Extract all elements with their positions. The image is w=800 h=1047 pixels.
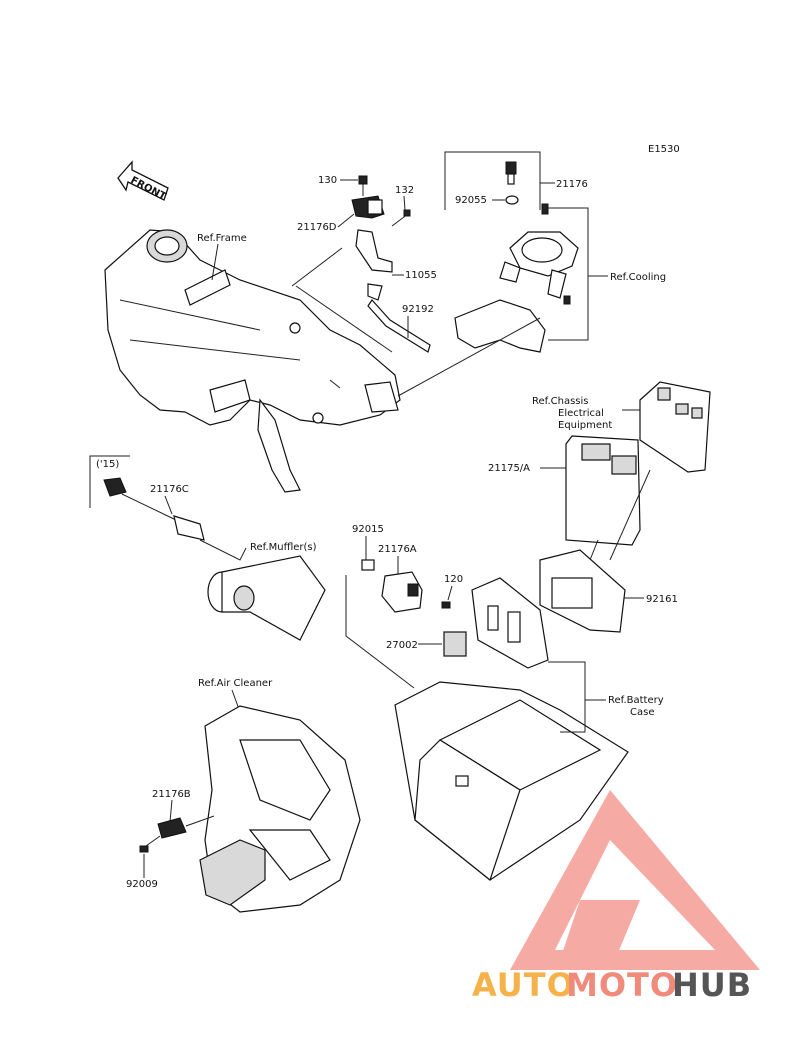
label-92015: 92015 — [352, 524, 384, 535]
sensor-21176b — [157, 815, 215, 839]
watermark-auto: AUTO — [472, 966, 575, 1004]
ref-mufflers-label: Ref.Muffler(s) — [250, 542, 317, 553]
muffler — [207, 555, 326, 641]
air-cleaner — [199, 705, 361, 913]
ref-battery-label-2: Case — [630, 707, 654, 718]
sensor-21176a — [381, 571, 423, 613]
watermark-logo — [510, 790, 760, 970]
label-21176: 21176 — [556, 179, 588, 190]
battery-bracket — [471, 577, 549, 669]
ref-battery-label-1: Ref.Battery — [608, 695, 664, 706]
ref-frame-label: Ref.Frame — [197, 233, 247, 244]
leader-muffler — [199, 539, 247, 561]
year-bracket — [89, 455, 130, 508]
label-21176d: 21176D — [297, 222, 337, 233]
sensor-21176d — [351, 175, 431, 353]
leader-frame — [211, 243, 219, 281]
label-92009: 92009 — [126, 879, 158, 890]
label-130: 130 — [318, 175, 337, 186]
diagram-code: E1530 — [648, 144, 680, 155]
leader-21176a — [345, 575, 415, 689]
bracket-cooling — [548, 207, 589, 341]
frame-assembly — [104, 229, 401, 493]
chassis-module — [639, 381, 711, 473]
relay-27002 — [443, 631, 467, 657]
watermark-text: AUTO MOTO HUB — [472, 966, 752, 1004]
ecu-21175a — [565, 435, 641, 546]
label-21175a: 21175/A — [488, 463, 530, 474]
bracket-battery — [548, 661, 586, 733]
bolt-92009 — [139, 845, 149, 853]
label-21176c: 21176C — [150, 484, 189, 495]
label-132: 132 — [395, 185, 414, 196]
part-92015 — [361, 559, 375, 571]
ref-chassis-label-3: Equipment — [558, 420, 612, 431]
label-92192: 92192 — [402, 304, 434, 315]
label-92055: 92055 — [455, 195, 487, 206]
ref-chassis-label-1: Ref.Chassis — [532, 396, 588, 407]
label-21176b: 21176B — [152, 789, 191, 800]
ref-air-cleaner-label: Ref.Air Cleaner — [198, 678, 273, 689]
label-27002: 27002 — [386, 640, 418, 651]
sensor-21176-group — [444, 151, 579, 353]
label-11055: 11055 — [405, 270, 437, 281]
front-arrow-icon: FRONT — [117, 160, 169, 203]
watermark-moto: MOTO — [566, 966, 678, 1004]
watermark-hub: HUB — [672, 966, 752, 1004]
label-21176a: 21176A — [378, 544, 417, 555]
bracket-92161 — [539, 549, 626, 633]
year-note: ('15) — [96, 459, 119, 470]
ref-chassis-label-2: Electrical — [558, 408, 604, 419]
label-120: 120 — [444, 574, 463, 585]
sensor-21176c — [103, 477, 205, 541]
label-92161: 92161 — [646, 594, 678, 605]
ref-cooling-label: Ref.Cooling — [610, 272, 666, 283]
